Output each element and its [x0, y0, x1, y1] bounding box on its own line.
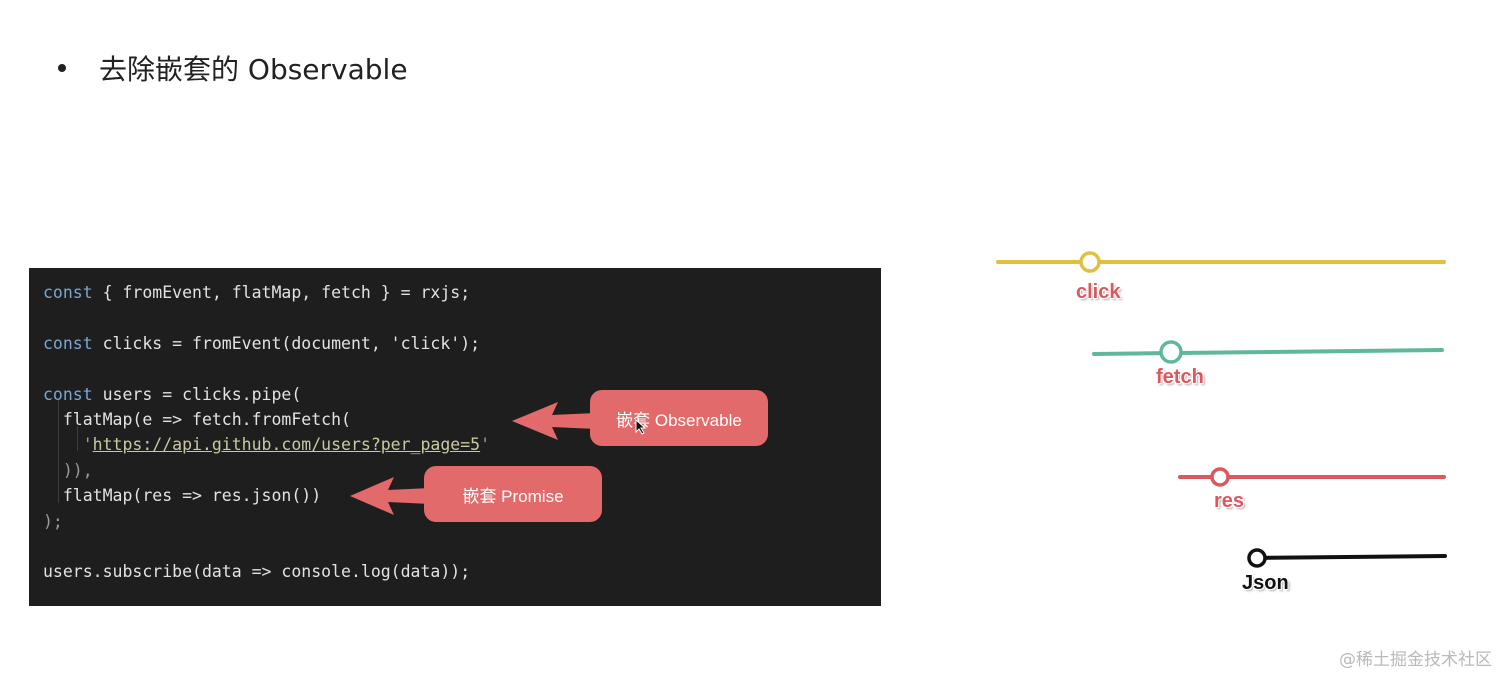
timeline-label-res: res [1214, 490, 1245, 512]
cursor-arrow-icon [635, 419, 647, 435]
timeline-label-json: Json [1242, 572, 1289, 594]
arrow-left-icon [350, 477, 430, 515]
code-line-1: const { fromEvent, flatMap, fetch } = rx… [43, 283, 471, 302]
callout-promise: 嵌套 Promise [424, 466, 602, 522]
code-line-9: users.subscribe(data => console.log(data… [43, 562, 471, 582]
bullet-dot [58, 64, 66, 72]
timeline-json [1247, 548, 1447, 568]
timeline-diagram [996, 251, 1447, 568]
code-line-2: const clicks = fromEvent(document, 'clic… [43, 333, 481, 353]
timeline-res [1178, 467, 1446, 487]
code-line-8: ); [43, 511, 63, 531]
code-block: const { fromEvent, flatMap, fetch } = rx… [43, 280, 490, 585]
code-line-6: )), [43, 460, 93, 480]
timeline-click [996, 251, 1446, 273]
indent-guide-inner [77, 426, 78, 451]
code-line-5: 'https://api.github.com/users?per_page=5… [43, 435, 491, 455]
res-event-circle [1210, 467, 1230, 487]
fetch-event-circle [1159, 340, 1183, 364]
click-event-circle [1079, 251, 1101, 273]
code-line-4: flatMap(e => fetch.fromFetch( [43, 410, 351, 430]
indent-guide [58, 398, 59, 503]
callout-promise-label: 嵌套 Promise [462, 486, 564, 506]
timeline-fetch [1092, 340, 1444, 364]
timeline-label-click: click [1076, 281, 1121, 303]
timeline-label-fetch: fetch [1156, 366, 1204, 388]
code-line-7: flatMap(res => res.json()) [43, 486, 322, 506]
code-line-3: const users = clicks.pipe( [43, 384, 302, 404]
heading: 去除嵌套的 Observable [58, 48, 408, 88]
watermark: @稀土掘金技术社区 [1339, 650, 1492, 670]
callout-observable: 嵌套 Observable [590, 390, 768, 446]
arrow-left-icon [512, 402, 596, 440]
callout-observable-label: 嵌套 Observable [616, 410, 742, 430]
heading-text: 去除嵌套的 Observable [99, 53, 408, 86]
json-event-circle [1247, 548, 1267, 568]
